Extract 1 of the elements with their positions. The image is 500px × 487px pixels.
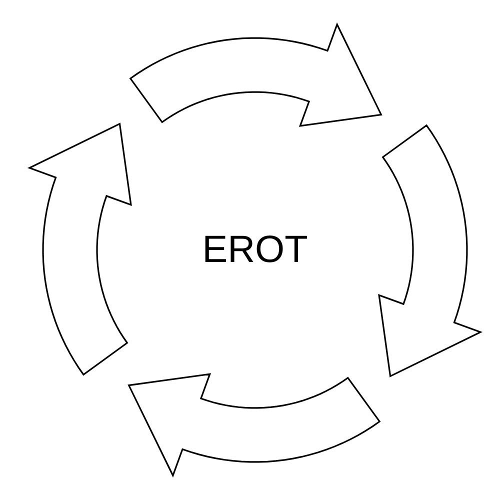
center-label: EROT bbox=[195, 222, 315, 278]
